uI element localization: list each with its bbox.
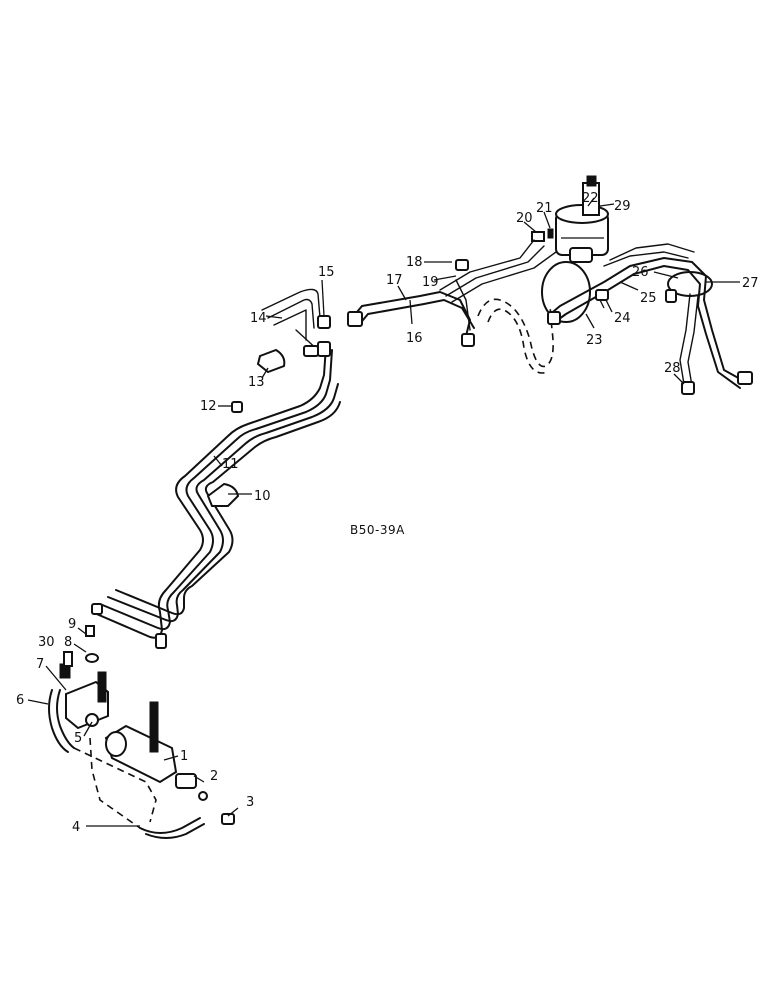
callout-8: 8 (64, 635, 72, 650)
callout-30: 30 (38, 635, 55, 650)
hose-clamp (541, 261, 591, 323)
callout-18: 18 (406, 255, 423, 270)
steering-control-unit (555, 175, 609, 263)
callout-4: 4 (72, 820, 80, 835)
figure-code: B50-39A (350, 523, 405, 537)
right-pipe-assembly (547, 243, 753, 395)
callout-29: 29 (614, 199, 631, 214)
callout-17: 17 (386, 273, 403, 288)
callout-22: 22 (582, 191, 599, 206)
callout-16: 16 (406, 331, 423, 346)
callout-20: 20 (516, 211, 533, 226)
bolt-12 (231, 401, 243, 413)
return-hose-2 (487, 308, 549, 374)
steering-fittings (531, 228, 554, 242)
hoses (48, 689, 205, 839)
steering-pipes (347, 239, 557, 347)
callout-28: 28 (664, 361, 681, 376)
callout-26: 26 (632, 265, 649, 280)
callout-21: 21 (536, 201, 553, 216)
callout-27: 27 (742, 276, 759, 291)
callout-15: 15 (318, 265, 335, 280)
return-hose (477, 298, 554, 368)
callout-9: 9 (68, 617, 76, 632)
callout-23: 23 (586, 333, 603, 348)
callout-14: 14 (250, 311, 267, 326)
retaining-clip (595, 289, 609, 309)
leader-lines (27, 197, 740, 827)
callout-1: 1 (180, 749, 188, 764)
pipe-clip-13 (256, 348, 286, 374)
pipe-clip-15 (317, 315, 331, 329)
callout-2: 2 (210, 769, 218, 784)
callout-5: 5 (74, 731, 82, 746)
callout-25: 25 (640, 291, 657, 306)
callout-19: 19 (422, 275, 439, 290)
callout-13: 13 (248, 375, 265, 390)
callout-11: 11 (222, 457, 239, 472)
callout-7: 7 (36, 657, 44, 672)
callout-12: 12 (200, 399, 217, 414)
pipe-clip-10 (206, 482, 240, 507)
callout-labels: 1 2 3 4 5 6 7 8 9 30 10 11 12 13 14 15 1… (16, 191, 759, 835)
pressure-pipe-assembly (91, 288, 341, 649)
callout-3: 3 (246, 795, 254, 810)
callout-6: 6 (16, 693, 24, 708)
callout-24: 24 (614, 311, 631, 326)
fitting-8-9-30 (63, 625, 107, 703)
callout-10: 10 (254, 489, 271, 504)
steering-cylinder (104, 701, 197, 789)
seal-and-clip (198, 791, 235, 825)
